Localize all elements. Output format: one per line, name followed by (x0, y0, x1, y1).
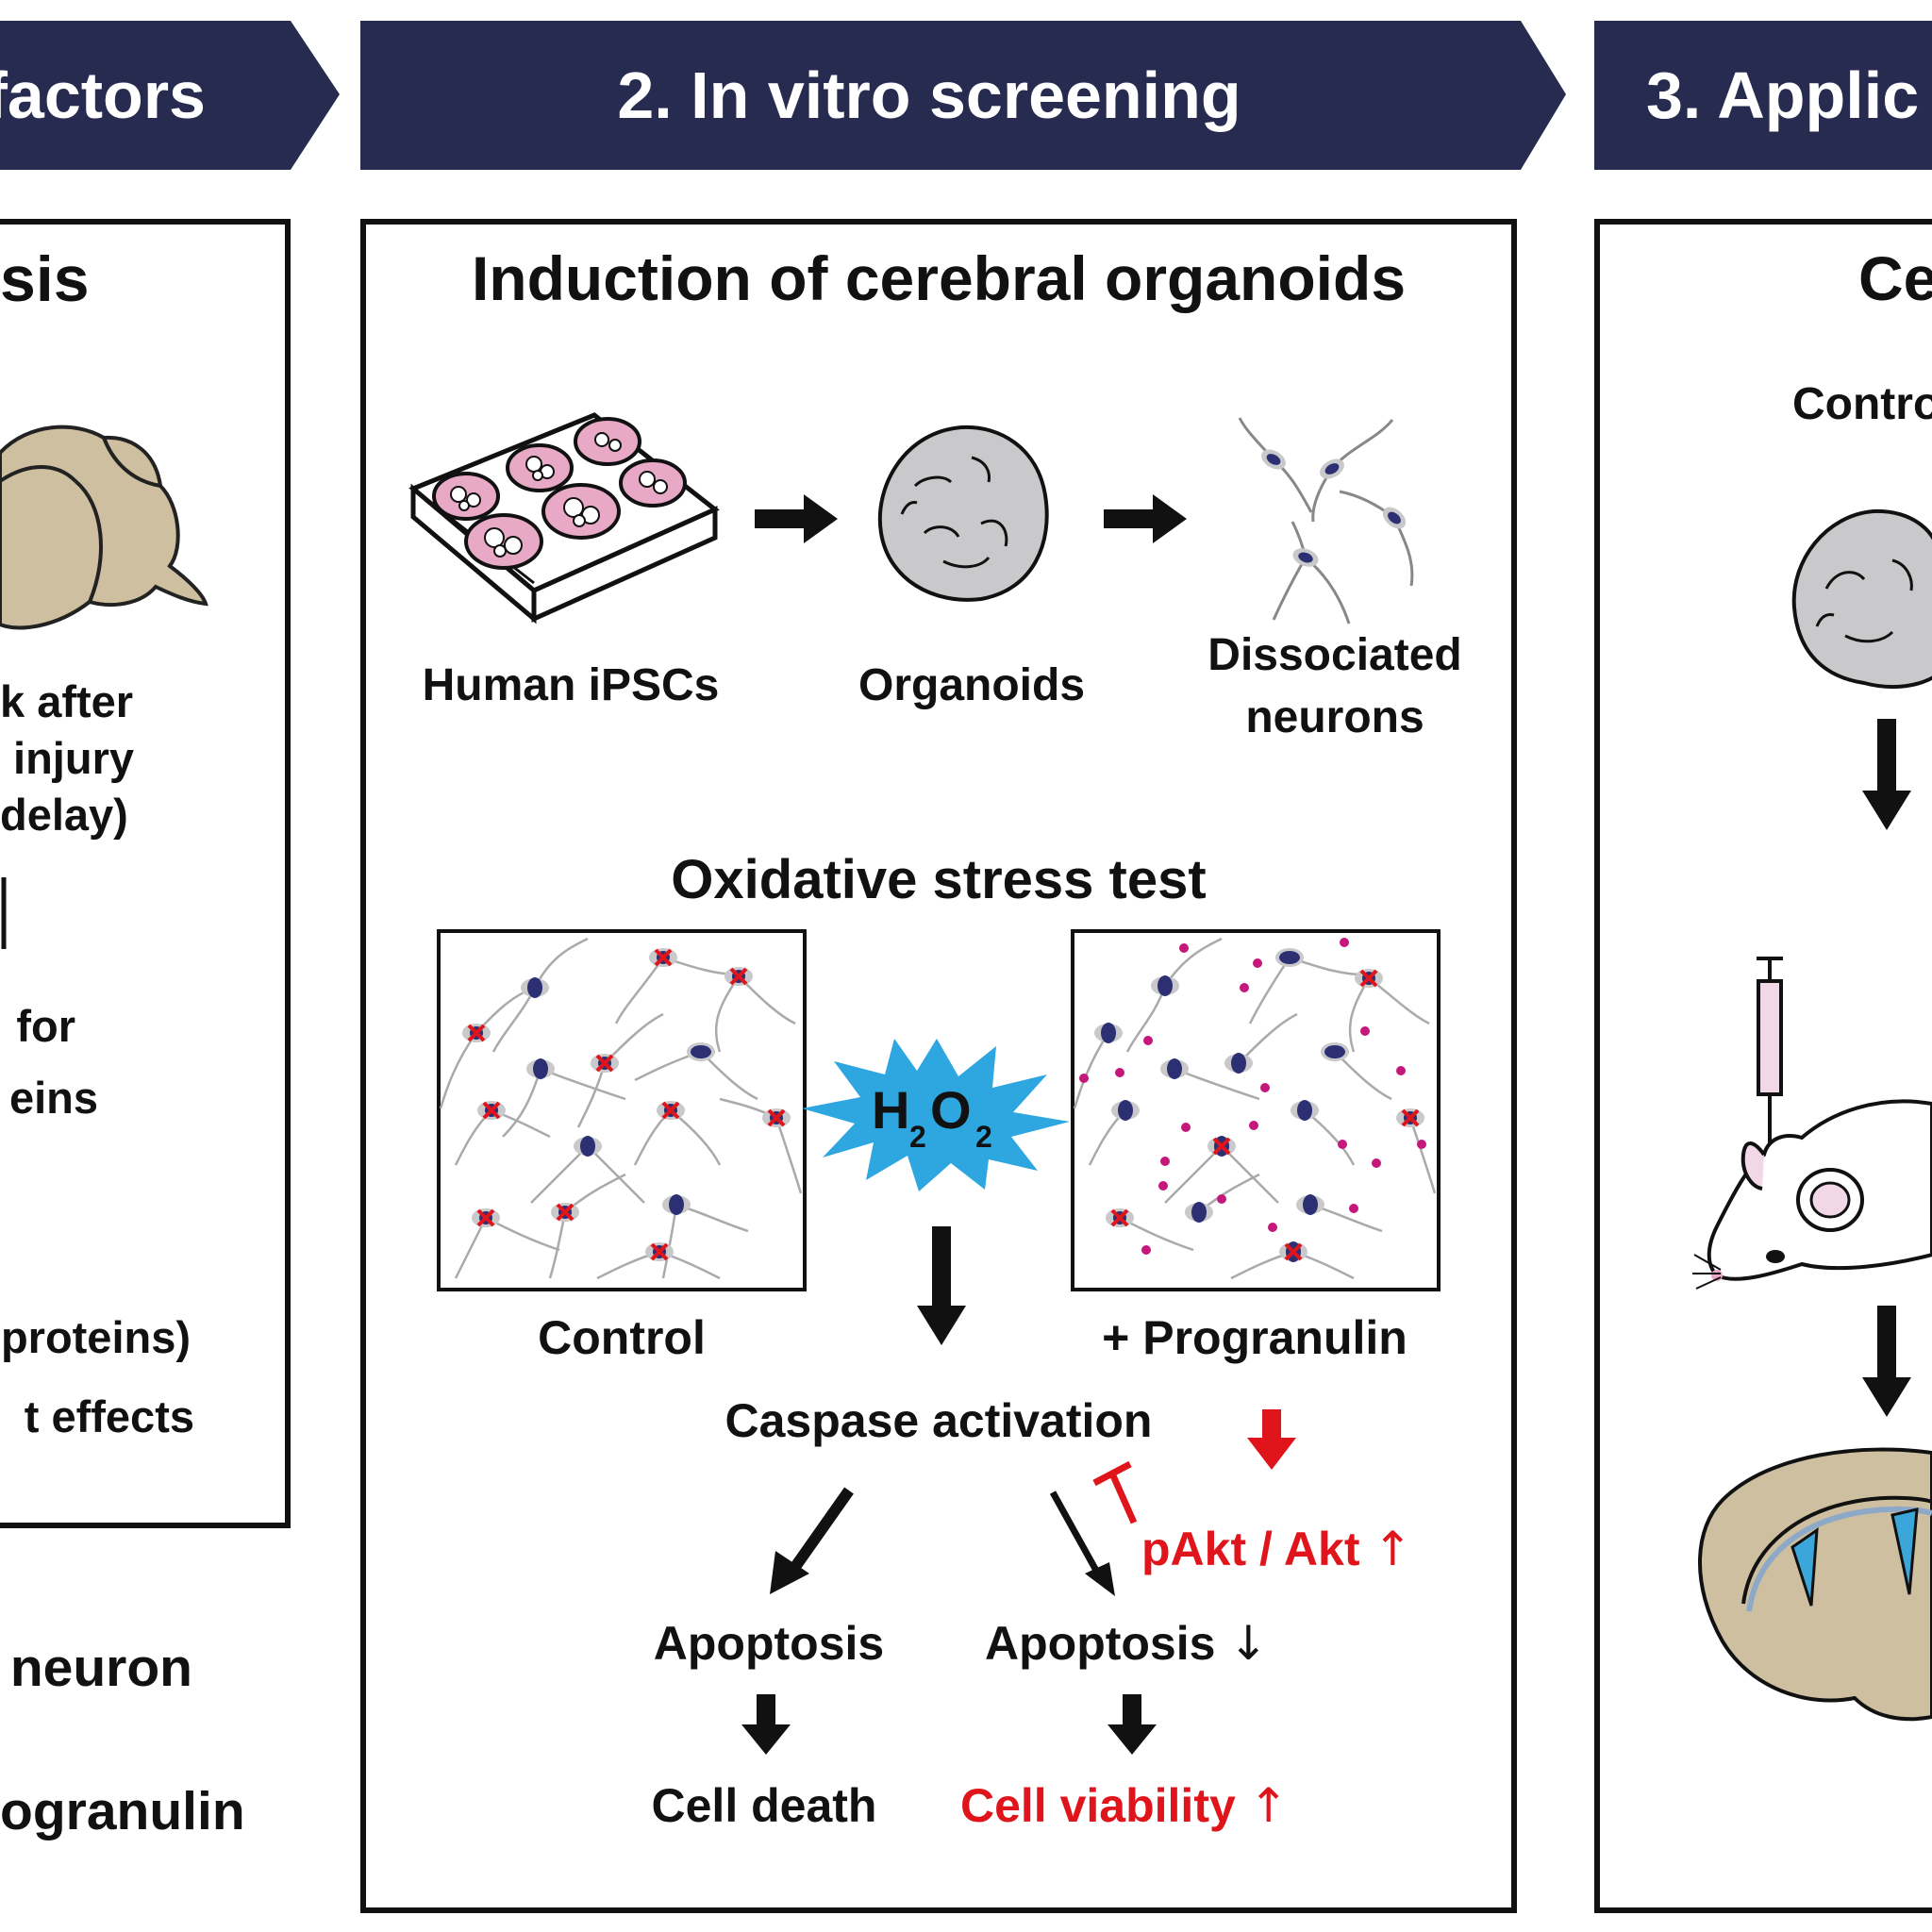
left-text-4: for (16, 1001, 75, 1051)
left-text-5: eins (8, 1073, 98, 1123)
label-control-condition: Control (538, 1311, 706, 1364)
left-text-6: proteins) (0, 1312, 191, 1362)
banner-right-shape (1594, 21, 1932, 170)
left-bracket (1, 877, 7, 949)
left-panel (0, 219, 291, 1528)
label-progranulin-condition: + Progranulin (1102, 1311, 1407, 1364)
left-footer-line1: neuron (9, 1638, 192, 1698)
banner-middle-label: 2. In vitro screening (617, 58, 1241, 132)
middle-panel (360, 219, 1517, 1913)
right-organoid-illustration (1791, 508, 1932, 690)
middle-panel-title: Induction of cerebral organoids (471, 243, 1407, 313)
pakt-text: pAkt / Akt (1141, 1523, 1360, 1575)
svg-text:2: 2 (909, 1120, 926, 1154)
left-text-7: t effects (24, 1391, 194, 1441)
rodent-brain-illustration (0, 425, 208, 630)
left-panel-title: sis (0, 243, 90, 315)
label-neurons: neurons (1245, 692, 1424, 742)
cell-viability-text: Cell viability (960, 1779, 1236, 1832)
apoptosis-down-arrow: ↓ (1228, 1616, 1269, 1671)
arrow-apoptosis-to-death (741, 1694, 791, 1755)
arrow-organoid-to-neurons (1104, 494, 1187, 543)
svg-text:O: O (930, 1080, 972, 1140)
label-human-ipscs: Human iPSCs (422, 660, 720, 710)
right-arrow-down-2 (1862, 1306, 1911, 1417)
left-text-2: injury (13, 733, 134, 783)
svg-text:2: 2 (975, 1120, 992, 1154)
apoptosis-right-text: Apoptosis (985, 1617, 1216, 1670)
label-cell-death: Cell death (651, 1779, 877, 1832)
right-arrow-down-1 (1862, 719, 1911, 830)
right-control-label: Contro (1792, 379, 1932, 429)
left-text-3: delay) (0, 790, 128, 840)
left-text-1: k after (0, 676, 134, 726)
right-panel-title: Ce (1858, 243, 1932, 313)
organoid-illustration (877, 425, 1049, 602)
label-pakt-akt: pAkt / Akt ↑ (1141, 1521, 1412, 1577)
red-down-arrow-icon (1247, 1409, 1296, 1470)
label-dissociated: Dissociated (1208, 630, 1462, 680)
left-footer-line2: ogranulin (0, 1781, 245, 1841)
arrow-apoptosis-to-viability (1108, 1694, 1157, 1755)
arrow-ipsc-to-organoid (755, 494, 838, 543)
syringe-icon (1757, 957, 1783, 1170)
svg-text:H: H (872, 1080, 909, 1140)
label-apoptosis-right: Apoptosis ↓ (985, 1615, 1268, 1672)
h2o2-splash-icon (802, 1039, 1070, 1191)
right-panel (1594, 219, 1932, 1913)
arrow-caspase-to-apoptosis (770, 1487, 854, 1594)
progranulin-neuron-field (1071, 929, 1441, 1291)
banner-shapes (0, 21, 1932, 170)
banner-middle-shape (360, 21, 1566, 170)
well-plate-illustration (408, 412, 720, 625)
banner-left-shape (0, 21, 340, 170)
oxidative-stress-title: Oxidative stress test (671, 849, 1207, 910)
dissociated-neurons-illustration (1238, 417, 1414, 625)
arrow-stress-to-caspase (917, 1226, 966, 1345)
inhibition-t-icon (1092, 1460, 1138, 1524)
pakt-up-arrow: ↑ (1373, 1522, 1413, 1576)
banner-left-label: factors (0, 58, 206, 132)
brain-section-illustration (1698, 1447, 1932, 1722)
label-apoptosis-left: Apoptosis (653, 1617, 885, 1670)
label-caspase-activation: Caspase activation (724, 1394, 1153, 1447)
label-cell-viability: Cell viability ↑ (960, 1777, 1289, 1834)
mouse-injection-illustration (1692, 957, 1932, 1290)
control-neuron-field (437, 929, 807, 1291)
cell-viability-up-arrow: ↑ (1248, 1778, 1289, 1833)
arrow-caspase-to-reduced-apoptosis (1049, 1491, 1115, 1596)
banner-right-label: 3. Applic (1646, 58, 1920, 132)
h2o2-label: H 2 O 2 (872, 1080, 992, 1154)
label-organoids: Organoids (858, 660, 1086, 710)
